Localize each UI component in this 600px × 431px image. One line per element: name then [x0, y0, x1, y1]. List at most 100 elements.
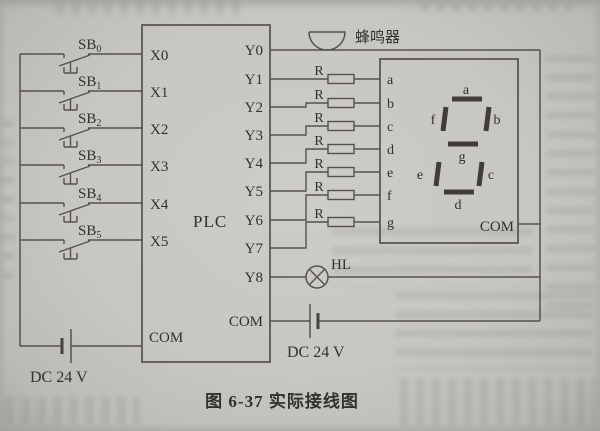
branch-wire: [270, 102, 380, 108]
resistor-icon: [327, 189, 355, 201]
display-pin-f: f: [387, 189, 392, 204]
display-pin-g: g: [387, 216, 394, 231]
branch-wire: [270, 171, 380, 192]
plc-terminal-y7: Y7: [245, 241, 264, 257]
display-pin-b: b: [387, 97, 394, 112]
segment-label-g: g: [459, 150, 466, 165]
switch-label-sb1: SB1: [78, 74, 101, 92]
plc-terminal-x3: X3: [150, 159, 168, 175]
battery-left: DC 24 V: [20, 329, 142, 386]
segment-f-icon: [440, 106, 449, 132]
figure-caption: 图 6-37 实际接线图: [205, 391, 359, 411]
resistor-branch-y7: R: [270, 207, 380, 249]
display-box: [379, 58, 519, 244]
plc-terminal-y5: Y5: [245, 184, 263, 200]
resistor-label: R: [314, 180, 324, 195]
resistor-icon: [327, 216, 355, 228]
plc-terminal-y1: Y1: [245, 72, 263, 88]
resistor-icon: [327, 73, 355, 85]
lamp-icon: [305, 265, 329, 289]
resistor-label: R: [314, 134, 324, 149]
plc-left-com-label: COM: [149, 330, 183, 346]
switch-sb2: SB2: [20, 111, 142, 148]
switch-symbol: [20, 239, 142, 260]
switch-label-sb0: SB0: [78, 37, 101, 55]
switch-symbol: [20, 90, 142, 111]
resistor-icon: [327, 166, 355, 178]
lamp-label: HL: [331, 257, 351, 273]
plc-terminal-x0: X0: [150, 48, 168, 64]
buzzer-label: 蜂鸣器: [355, 29, 400, 46]
resistor-branch-y3: R: [270, 111, 380, 136]
segment-label-b: b: [494, 113, 501, 128]
plc-terminal-x2: X2: [150, 122, 168, 138]
plc-label: PLC: [193, 212, 227, 231]
resistor-label: R: [314, 157, 324, 172]
branch-wire: [270, 125, 380, 136]
battery-right: DC 24 V: [270, 304, 540, 361]
segment-label-f: f: [431, 113, 436, 128]
switch-sb1: SB1: [20, 74, 142, 111]
resistor-label: R: [314, 88, 324, 103]
segment-e-icon: [433, 161, 442, 187]
right-supply-label: DC 24 V: [287, 344, 345, 361]
plc: PLC X0 X1 X2 X3 X4 X5 COM Y0 Y1 Y2 Y3 Y4…: [141, 24, 271, 363]
segment-b-icon: [483, 106, 492, 132]
plc-terminal-y6: Y6: [245, 213, 264, 229]
y0-wire-and-right-bus: [270, 49, 541, 321]
switch-label-sb2: SB2: [78, 111, 101, 129]
segment-label-d: d: [455, 198, 462, 213]
lamp-cross-icon: [308, 268, 326, 286]
display-pin-e: e: [387, 166, 393, 181]
resistor-label: R: [314, 207, 324, 222]
segment-c-icon: [476, 161, 485, 187]
branch-wire: [270, 194, 380, 221]
switch-label-sb4: SB4: [78, 186, 101, 204]
resistor-branch-y6: R: [270, 180, 380, 221]
display-com-label: COM: [480, 219, 514, 235]
buzzer: 蜂鸣器: [308, 29, 400, 51]
plc-terminal-x1: X1: [150, 85, 168, 101]
resistor-branch-y4: R: [270, 134, 380, 164]
resistor-branch-y2: R: [270, 88, 380, 109]
switch-label-sb5: SB5: [78, 223, 101, 241]
switch-symbol: [20, 53, 142, 74]
switch-sb5: SB5: [20, 223, 142, 260]
segment-label-a: a: [463, 83, 470, 98]
resistor-label: R: [314, 111, 324, 126]
resistor-label: R: [314, 64, 324, 79]
plc-box: [141, 24, 271, 363]
display-pin-a: a: [387, 73, 394, 88]
plc-terminal-y3: Y3: [245, 128, 263, 144]
plc-terminal-y0: Y0: [245, 43, 263, 59]
seven-segment-display: a b c d e f g a b c d e f g COM: [379, 58, 540, 244]
switch-label-sb3: SB3: [78, 148, 101, 166]
switch-sb4: SB4: [20, 186, 142, 223]
branch-wire: [270, 221, 380, 249]
display-pin-d: d: [387, 143, 394, 158]
switch-sb3: SB3: [20, 148, 142, 185]
resistor-icon: [327, 97, 355, 109]
display-pin-c: c: [387, 120, 393, 135]
switch-symbol: [20, 164, 142, 185]
switch-symbol: [20, 127, 142, 148]
switch-symbol: [20, 202, 142, 223]
resistor-icon: [327, 143, 355, 155]
plc-terminal-y4: Y4: [245, 156, 264, 172]
branch-wire: [270, 148, 380, 164]
resistor-branch-y1: R: [270, 64, 380, 85]
resistor-icon: [327, 120, 355, 132]
plc-terminal-y2: Y2: [245, 100, 263, 116]
plc-terminal-x5: X5: [150, 234, 168, 250]
segment-label-e: e: [417, 168, 423, 183]
plc-terminal-x4: X4: [150, 197, 169, 213]
buzzer-icon: [308, 31, 346, 51]
resistor-branch-y5: R: [270, 157, 380, 192]
plc-terminal-y8: Y8: [245, 270, 263, 286]
lamp-hl: HL: [270, 257, 540, 289]
segment-label-c: c: [488, 168, 494, 183]
plc-right-com-label: COM: [229, 314, 263, 330]
switch-sb0: SB0: [20, 37, 142, 74]
